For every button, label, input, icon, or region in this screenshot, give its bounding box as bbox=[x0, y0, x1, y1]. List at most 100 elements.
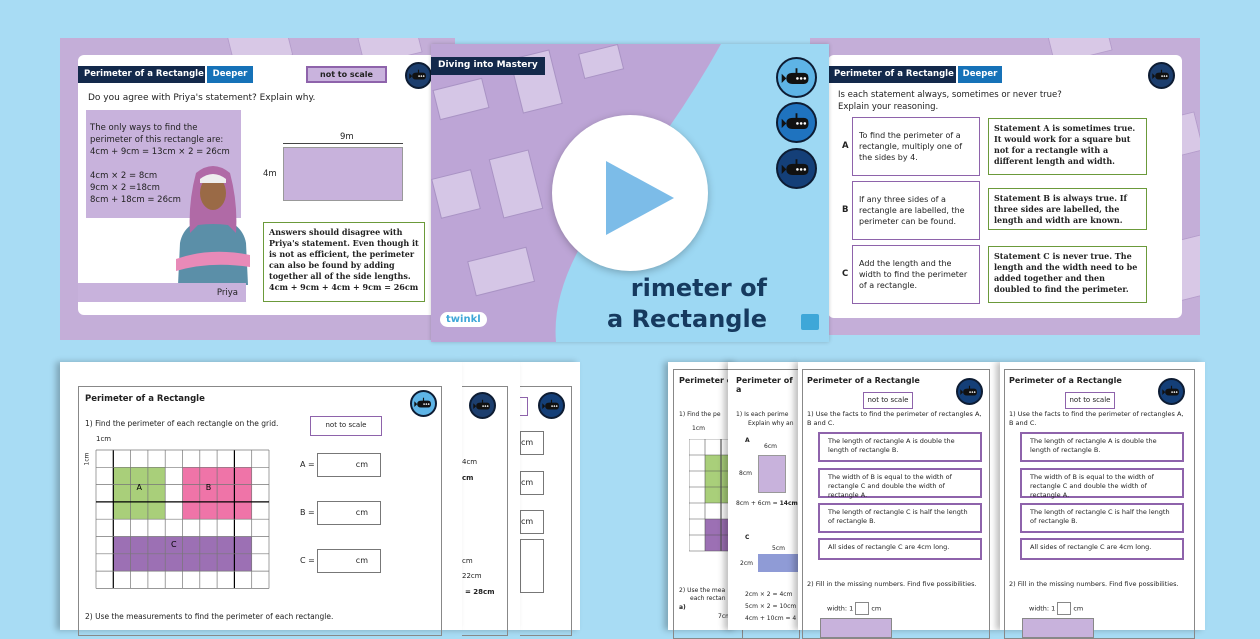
fact-box: The width of B is equal to the width of … bbox=[1020, 468, 1184, 499]
worksheet-title: Perimeter of a Rectangle bbox=[85, 394, 205, 404]
slide-statements-preview[interactable]: Perimeter of a Rectangle Deeper Is each … bbox=[810, 38, 1200, 335]
statement-box: If any three sides of a rectangle are la… bbox=[852, 181, 980, 240]
question-1: 1) Use the facts to find the perimeter o… bbox=[807, 410, 982, 427]
answer-label: C = bbox=[300, 556, 315, 565]
play-icon bbox=[606, 161, 674, 235]
answer-box[interactable]: cm bbox=[520, 431, 544, 455]
fact-box: The width of B is equal to the width of … bbox=[818, 468, 982, 499]
shape-label: C bbox=[745, 534, 750, 541]
dimension-label: 2cm bbox=[740, 560, 753, 567]
calculation: 5cm × 2 = 10cm bbox=[745, 603, 797, 610]
character-name: Priya bbox=[216, 288, 238, 298]
name-bar: Priya bbox=[78, 283, 246, 302]
answer-input[interactable]: cm bbox=[317, 549, 381, 573]
dimension-label: 5cm bbox=[772, 545, 785, 552]
rectangle-label: A bbox=[137, 483, 143, 492]
worksheet-title: Perimeter of a Rectangle bbox=[1009, 376, 1122, 385]
answer-box[interactable]: cm bbox=[520, 510, 544, 534]
worksheet-grid-page[interactable]: Perimeter of a Rectangle 1) Find the per… bbox=[60, 362, 462, 636]
slide-header: Perimeter of a Rectangle bbox=[828, 66, 956, 83]
worksheet-title: Perimeter of a bbox=[736, 376, 793, 394]
answer-input[interactable]: cm bbox=[317, 501, 381, 525]
submarine-icon bbox=[410, 390, 437, 417]
calculation: 4cm + 10cm = 4 bbox=[745, 615, 797, 622]
back-text: cm bbox=[462, 557, 473, 565]
calculation: 2cm × 2 = 4cm bbox=[745, 591, 793, 598]
submarine-icon bbox=[405, 62, 432, 89]
level-badge: Deeper bbox=[958, 66, 1002, 83]
answer-line: is not as efficient, the perimeter bbox=[269, 249, 415, 259]
worksheet-page-a[interactable]: Perimeter o 1) Find the pe 1cm 2) Use th… bbox=[668, 362, 743, 639]
fact-box: The length of rectangle C is half the le… bbox=[1020, 503, 1184, 533]
back-text: cm bbox=[462, 474, 474, 482]
missing-number-input[interactable] bbox=[855, 602, 870, 615]
answer-line: Answers should disagree with bbox=[269, 227, 403, 237]
rectangle-a bbox=[758, 455, 786, 493]
slide-priya-preview[interactable]: Perimeter of a Rectangle Deeper not to s… bbox=[60, 38, 455, 340]
dimension-label: 8cm bbox=[739, 470, 752, 477]
question-text: 1) Find the pe bbox=[679, 411, 721, 418]
answer-input[interactable]: cm bbox=[317, 453, 381, 477]
question-text: each rectan bbox=[690, 595, 726, 602]
worksheet-facts-page[interactable]: Perimeter of a Rectangle not to scale 1)… bbox=[798, 362, 1000, 639]
rectangle-label: B bbox=[206, 483, 212, 492]
width-label: 9m bbox=[340, 132, 354, 142]
worksheet-page-3[interactable]: cm cm cm bbox=[516, 362, 580, 636]
question-text: 2) Use the mea bbox=[679, 587, 726, 594]
missing-number-input[interactable] bbox=[1057, 602, 1072, 615]
answer-label: A = bbox=[300, 460, 315, 469]
fact-box: The length of rectangle C is half the le… bbox=[818, 503, 982, 533]
rectangle-diagram bbox=[283, 147, 403, 201]
statement-letter: C bbox=[842, 269, 849, 279]
worksheet-title: Perimeter o bbox=[679, 376, 733, 385]
slide-card: Perimeter of a Rectangle Deeper not to s… bbox=[78, 55, 455, 315]
fact-box: The length of rectangle A is double the … bbox=[1020, 432, 1184, 462]
shape-label: A bbox=[745, 437, 750, 444]
question-text: Explain why an bbox=[748, 420, 794, 427]
title-slide-video[interactable]: Diving into Mastery rimeter of a Rectang… bbox=[431, 44, 829, 342]
statement-line: 8cm + 18cm = 26cm bbox=[90, 195, 181, 205]
question-text: 1) Is each perime bbox=[736, 411, 789, 418]
answer-box: Statement C is never true. The length an… bbox=[988, 246, 1147, 303]
worksheet-page-2[interactable]: 4cm cm cm 22cm = 28cm bbox=[462, 362, 520, 636]
submarine-icon bbox=[1158, 378, 1185, 405]
answer-box[interactable]: cm bbox=[520, 471, 544, 495]
deep-water-submarine-icon bbox=[776, 102, 817, 143]
diving-into-mastery-badge: Diving into Mastery bbox=[431, 57, 545, 75]
twinkl-logo: twinkl bbox=[440, 312, 487, 327]
slide-title: rimeter of a Rectangle bbox=[607, 273, 767, 335]
rectangle-label: C bbox=[171, 540, 177, 549]
worksheet-facts-page[interactable]: Perimeter of a Rectangle not to scale 1)… bbox=[1000, 362, 1205, 639]
dimension-label: 7cm bbox=[718, 613, 731, 620]
not-to-scale-label: not to scale bbox=[306, 66, 387, 83]
question-line-2: Explain your reasoning. bbox=[838, 102, 939, 112]
fact-box: All sides of rectangle C are 4cm long. bbox=[818, 538, 982, 560]
rectangle-c bbox=[758, 554, 800, 572]
answer-area[interactable] bbox=[520, 539, 544, 593]
answer-line: Priya's statement. Even though it bbox=[269, 238, 419, 248]
priya-character-image bbox=[176, 166, 250, 285]
question-2: 2) Fill in the missing numbers. Find fiv… bbox=[807, 580, 977, 588]
question-2: 2) Fill in the missing numbers. Find fiv… bbox=[1009, 580, 1179, 588]
submarine-icon bbox=[956, 378, 983, 405]
unit-label: 1cm bbox=[692, 425, 705, 432]
title-line-2: a Rectangle bbox=[607, 305, 767, 333]
question-text: Do you agree with Priya's statement? Exp… bbox=[88, 93, 316, 103]
submarine-icon bbox=[469, 392, 496, 419]
answer-box: Statement B is always true. If three sid… bbox=[988, 188, 1147, 230]
fact-box: All sides of rectangle C are 4cm long. bbox=[1020, 538, 1184, 560]
question-2: 2) Use the measurements to find the peri… bbox=[85, 612, 334, 621]
height-label: 4m bbox=[263, 169, 277, 179]
statement-line: 4cm × 2 = 8cm bbox=[90, 171, 158, 181]
not-to-scale-label: not to scale bbox=[1065, 392, 1115, 409]
question-1: 1) Use the facts to find the perimeter o… bbox=[1009, 410, 1184, 427]
level-badge: Deeper bbox=[207, 66, 253, 83]
statement-line: 4cm + 9cm = 13cm × 2 = 26cm bbox=[90, 147, 230, 157]
answer-line: can also be found by adding bbox=[269, 260, 395, 270]
worksheet-page-b[interactable]: Perimeter of a 1) Is each perime Explain… bbox=[728, 362, 800, 639]
rectangle-diagram bbox=[1022, 618, 1094, 638]
play-button[interactable] bbox=[552, 115, 708, 271]
unit-label: 1cm bbox=[96, 435, 112, 443]
